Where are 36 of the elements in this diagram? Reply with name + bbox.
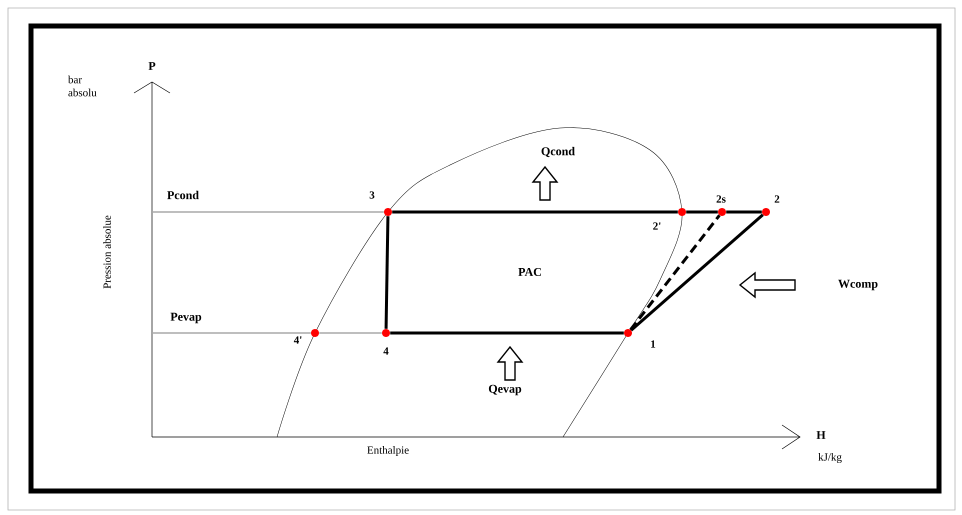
diagram-label: Pcond [167, 190, 199, 200]
cycle-line [630, 214, 764, 332]
axis-label: H [816, 431, 826, 439]
pressure-line [152, 332, 311, 334]
state-point [678, 208, 686, 216]
point-label: 1 [651, 340, 656, 348]
point-label: 4 [383, 347, 389, 355]
pressure-line [152, 211, 384, 213]
diagram-label: Qevap [488, 384, 522, 396]
state-point [311, 329, 319, 337]
diagram-label: Wcomp [838, 280, 878, 290]
point-label: 4' [294, 336, 302, 344]
diagram-label: Pevap [170, 312, 202, 324]
point-label: 2 [774, 195, 780, 203]
cycle-line [390, 332, 624, 334]
state-point [718, 208, 726, 216]
unit-label: bar absolu [68, 76, 97, 96]
axis-label: P [148, 62, 156, 70]
axis-title: Pression absolue [103, 216, 111, 288]
cycle-line [686, 210, 718, 214]
pressure-line [319, 332, 382, 334]
dashed-line [629, 214, 721, 331]
cycle-line [726, 210, 762, 214]
diagram-label: PAC [518, 268, 541, 276]
state-point [382, 329, 390, 337]
cycle-line [384, 216, 390, 329]
point-label: 2s [716, 195, 726, 203]
state-point [624, 329, 632, 337]
point-label: 2' [653, 222, 660, 230]
point-label: 3 [370, 191, 374, 199]
state-point [384, 208, 392, 216]
diagram-label: Qcond [542, 146, 575, 158]
axis-title: Enthalpie [367, 446, 409, 456]
state-point [762, 208, 770, 216]
cycle-line [392, 210, 678, 214]
unit-label: kJ/kg [818, 453, 842, 463]
